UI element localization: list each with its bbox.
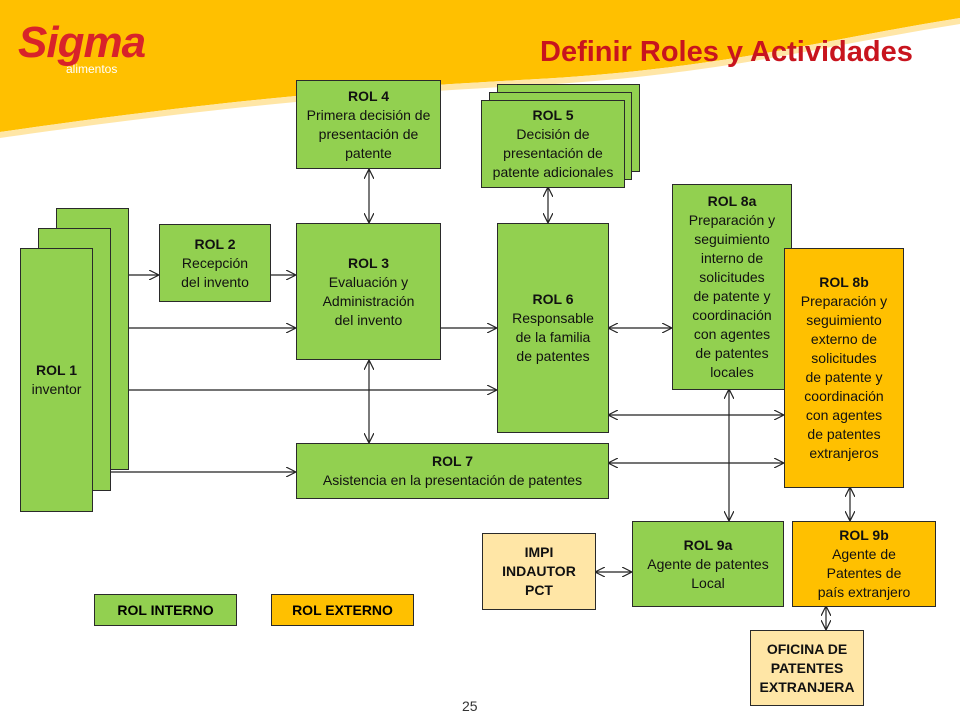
rol5-body: Decisión de presentación de patente adic… bbox=[492, 126, 614, 180]
rol2-body: Recepción del invento bbox=[181, 254, 249, 290]
rol3-box: ROL 3 Evaluación y Administración del in… bbox=[296, 223, 441, 360]
rol7-body: Asistencia en la presentación de patente… bbox=[322, 472, 583, 488]
rol8a-box: ROL 8a Preparación y seguimiento interno… bbox=[672, 184, 792, 390]
rol1-box: ROL 1 inventor bbox=[20, 248, 93, 512]
rol4-title: ROL 4 bbox=[348, 87, 389, 104]
rol9b-box: ROL 9b Agente de Patentes de país extran… bbox=[792, 521, 936, 607]
rol6-box: ROL 6 Responsable de la familia de paten… bbox=[497, 223, 609, 433]
rol8b-box: ROL 8b Preparación y seguimiento externo… bbox=[784, 248, 904, 488]
rol2-box: ROL 2 Recepción del invento bbox=[159, 224, 271, 302]
sigma-logo: Sigma alimentos bbox=[18, 18, 146, 78]
rol4-body: Primera decisión de presentación de pate… bbox=[306, 106, 431, 161]
page-title: Definir Roles y Actividades bbox=[540, 36, 913, 68]
rol9a-body: Agente de patentes Local bbox=[647, 555, 769, 591]
logo-brand: Sigma bbox=[18, 18, 146, 67]
rol6-title: ROL 6 bbox=[532, 291, 574, 307]
logo-sub: alimentos bbox=[66, 62, 118, 76]
rol7-box: ROL 7 Asistencia en la presentación de p… bbox=[296, 443, 609, 499]
oficina-box: OFICINA DE PATENTES EXTRANJERA bbox=[750, 630, 864, 706]
rol9a-title: ROL 9a bbox=[683, 536, 733, 553]
rol1-body: inventor bbox=[31, 381, 82, 397]
rol5-title: ROL 5 bbox=[532, 107, 574, 123]
rol6-body: Responsable de la familia de patentes bbox=[512, 310, 594, 364]
rol7-title: ROL 7 bbox=[432, 453, 473, 469]
rol3-title: ROL 3 bbox=[348, 254, 389, 271]
rol8b-body: Preparación y seguimiento externo de sol… bbox=[800, 293, 888, 461]
rol5-box: ROL 5 Decisión de presentación de patent… bbox=[481, 100, 625, 188]
legend-internal: ROL INTERNO bbox=[94, 594, 237, 626]
oficina-body: OFICINA DE PATENTES EXTRANJERA bbox=[759, 640, 855, 695]
rol4-box: ROL 4 Primera decisión de presentación d… bbox=[296, 80, 441, 169]
impi-body: IMPI INDAUTOR PCT bbox=[502, 544, 576, 598]
header-band bbox=[0, 0, 960, 138]
rol8a-body: Preparación y seguimiento interno de sol… bbox=[688, 212, 776, 380]
legend-external: ROL EXTERNO bbox=[271, 594, 414, 626]
rol8b-title: ROL 8b bbox=[819, 274, 869, 290]
rol1-title: ROL 1 bbox=[36, 362, 77, 378]
rol3-body: Evaluación y Administración del invento bbox=[322, 273, 415, 328]
rol9b-body: Agente de Patentes de país extranjero bbox=[817, 546, 911, 600]
impi-box: IMPI INDAUTOR PCT bbox=[482, 533, 596, 610]
rol9a-box: ROL 9a Agente de patentes Local bbox=[632, 521, 784, 607]
rol2-title: ROL 2 bbox=[194, 235, 236, 252]
rol9b-title: ROL 9b bbox=[839, 527, 889, 543]
rol8a-title: ROL 8a bbox=[707, 193, 757, 209]
page-number: 25 bbox=[462, 698, 478, 714]
